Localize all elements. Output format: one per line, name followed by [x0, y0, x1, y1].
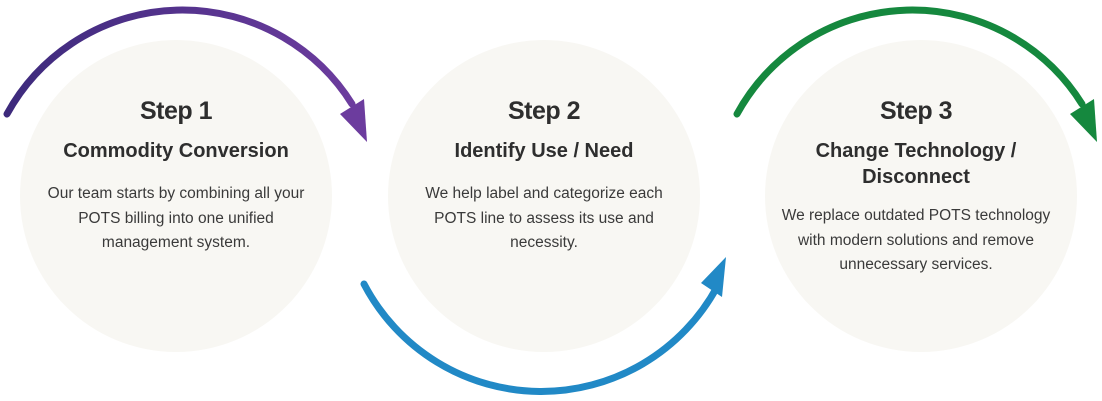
- step-1: Step 1 Commodity Conversion Our team sta…: [26, 97, 326, 256]
- step-label: Step 2: [507, 97, 581, 125]
- arrow-1-icon: [3, 6, 367, 142]
- step-label: Step 1: [139, 97, 213, 125]
- step-2-circle: [388, 40, 700, 352]
- step-2: Step 2 Identify Use / Need We help label…: [394, 97, 694, 256]
- step-title: Identify Use / Need: [454, 140, 634, 162]
- step-description: We help label and categorize each POTS l…: [425, 185, 663, 251]
- step-1-circle: [20, 40, 332, 352]
- step-description: Our team starts by combining all your PO…: [47, 185, 305, 251]
- arrow-2-icon: [360, 257, 726, 395]
- step-3-circle: [765, 40, 1077, 352]
- step-description: We replace outdated POTS technology with…: [781, 207, 1051, 273]
- step-3: Step 3 Change Technology / Disconnect We…: [766, 97, 1066, 278]
- step-label: Step 3: [879, 97, 953, 125]
- step-title: Commodity Conversion: [63, 140, 289, 162]
- step-title: Change Technology / Disconnect: [815, 140, 1017, 188]
- arrow-3-icon: [733, 6, 1097, 142]
